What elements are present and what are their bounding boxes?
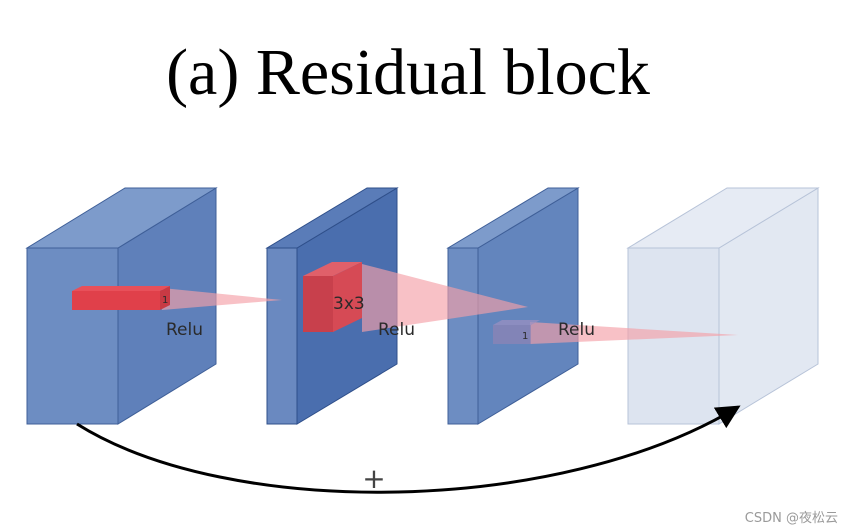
skip-connection-arrow — [76, 405, 741, 494]
block-1-front — [26, 247, 119, 425]
watermark: CSDN @夜松云 — [745, 511, 838, 526]
kernel-3-top — [493, 320, 540, 325]
kernel-1-front — [72, 291, 160, 310]
block-2-front — [266, 247, 298, 425]
relu-label-1: Relu — [166, 320, 203, 340]
kernel-1-label: 1 — [162, 295, 168, 306]
addition-symbol: + — [362, 462, 385, 495]
conv-2-feature-block — [446, 187, 580, 425]
kernel-1-side — [160, 286, 170, 310]
output-feature-block — [626, 187, 820, 425]
kernel-1: 1 — [72, 286, 282, 310]
kernel-3-front — [493, 325, 531, 344]
relu-label-3: Relu — [558, 320, 595, 340]
kernel-2-label: 3x3 — [333, 294, 365, 314]
cone-3 — [530, 322, 738, 344]
kernel-3: 1 — [493, 320, 738, 344]
cone-2 — [362, 264, 528, 332]
kernel-3-label: 1 — [522, 331, 528, 342]
kernel-2-side — [333, 262, 362, 332]
diagram-title: (a) Residual block — [166, 36, 650, 109]
kernel-1-top — [72, 286, 170, 291]
kernel-2-front — [303, 276, 333, 332]
relu-label-2: Relu — [378, 320, 415, 340]
block-3-front — [447, 247, 479, 425]
cone-1 — [162, 288, 282, 310]
kernel-2-top — [303, 262, 362, 276]
kernel-2: 3x3 — [303, 262, 528, 332]
